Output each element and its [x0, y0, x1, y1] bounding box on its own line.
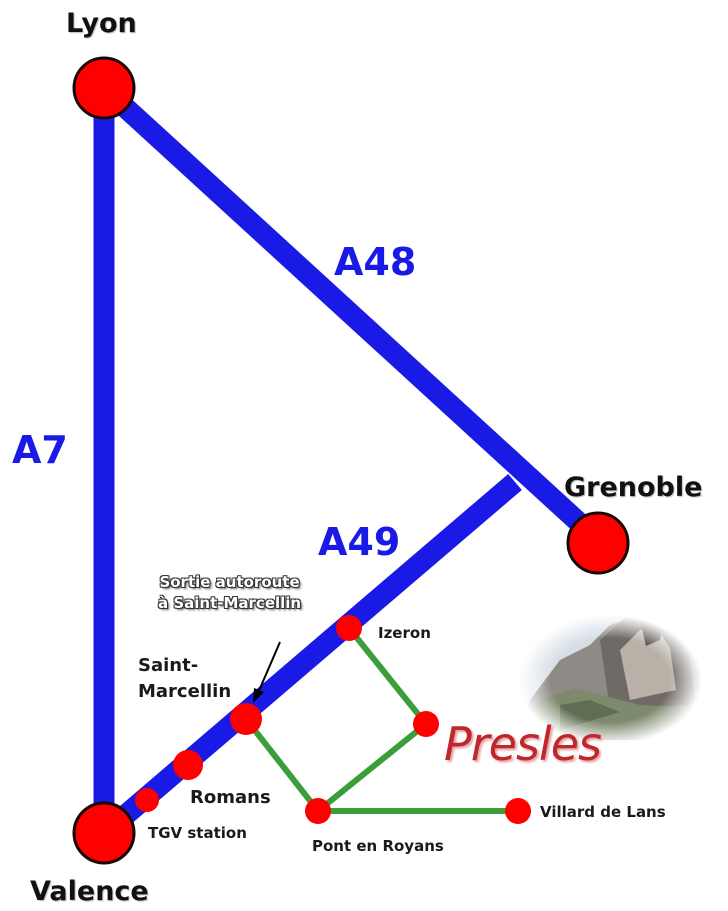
lyon-marker — [72, 56, 136, 120]
city-dots — [72, 56, 630, 865]
tgv-marker — [135, 788, 159, 812]
valence-marker — [72, 801, 136, 865]
town-label-saint-marcellin-2: Marcellin — [138, 681, 232, 702]
exit-arrow — [253, 641, 281, 703]
exit-annotation: Sortie autoroute à Saint-Marcellin — [158, 572, 301, 614]
highway-label-a48: A48 — [334, 240, 417, 284]
local-roads — [243, 625, 521, 814]
town-label-saint-marcellin-1: Saint- — [138, 655, 199, 676]
town-label-villard-de-lans: Villard de Lans — [540, 803, 666, 821]
presles-marker — [413, 711, 439, 737]
town-label-izeron: Izeron — [378, 624, 431, 642]
town-dots — [135, 615, 531, 824]
exit-annotation-line2: à Saint-Marcellin — [158, 594, 302, 612]
destination-label-presles: Presles — [444, 717, 602, 771]
city-label-valence: Valence — [30, 876, 149, 907]
city-label-grenoble: Grenoble — [564, 472, 703, 503]
pont-en-royans-marker — [305, 798, 331, 824]
izeron-marker — [336, 615, 362, 641]
romans-marker — [173, 750, 203, 780]
presles-cliff-photo — [510, 610, 710, 750]
grenoble-marker — [566, 511, 630, 575]
highway-label-a49: A49 — [318, 520, 401, 564]
villard-marker — [505, 798, 531, 824]
town-label-pont-en-royans: Pont en Royans — [312, 837, 444, 855]
town-label-romans: Romans — [190, 787, 271, 808]
road-stmarcellin-pont — [243, 716, 321, 814]
saint-marcellin-marker — [230, 703, 262, 735]
road-izeron-presles — [346, 625, 429, 727]
exit-annotation-line1: Sortie autoroute — [159, 573, 300, 591]
highway-label-a7: A7 — [12, 428, 68, 472]
city-label-lyon: Lyon — [66, 8, 137, 39]
road-presles-pont — [315, 721, 429, 814]
town-label-tgv-station: TGV station — [148, 824, 247, 842]
highway-a48-line — [96, 80, 606, 548]
